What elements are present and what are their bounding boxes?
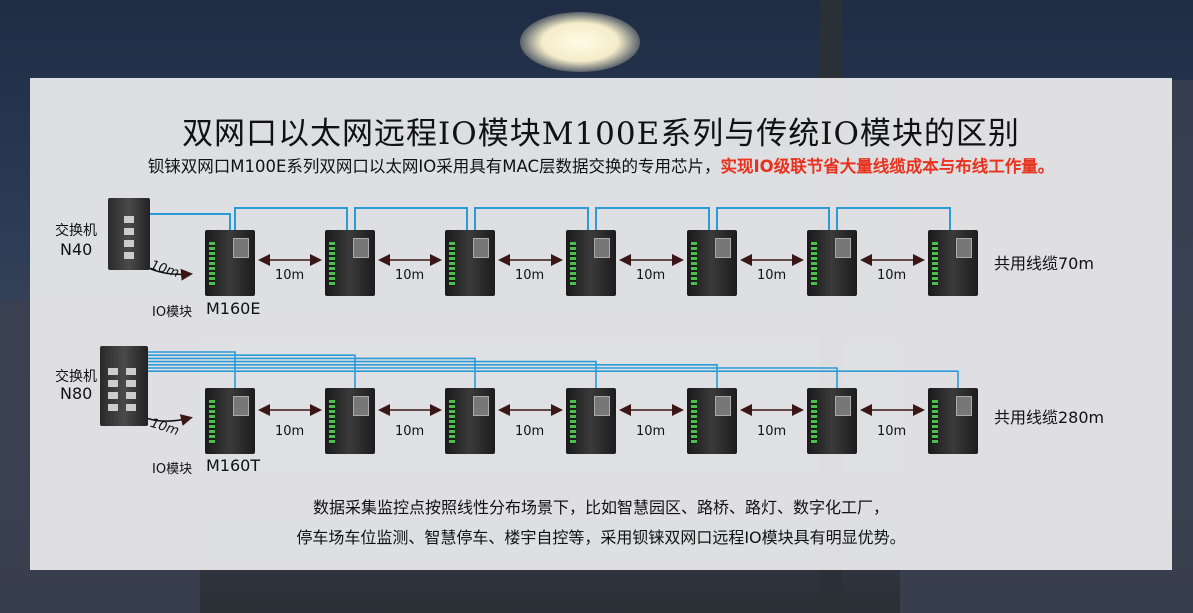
row2-home-run-cable-3	[148, 357, 476, 388]
row1-cascade-cables	[148, 207, 951, 230]
footer-line-1: 数据采集监控点按照线性分布场景下，比如智慧园区、路桥、路灯、数字化工厂，	[312, 498, 889, 517]
row1-switch	[108, 198, 150, 270]
row1-io-module-3	[445, 230, 495, 296]
row2-link-distance-5: 10m	[757, 424, 787, 439]
row1-cascade-cable-5	[716, 207, 830, 230]
row1-cascade-cable-4	[595, 207, 710, 230]
row2-home-run-cable-2	[148, 354, 356, 388]
row1-switch-label: 交换机	[55, 223, 97, 239]
page-title: 双网口以太网远程IO模块M100E系列与传统IO模块的区别	[182, 116, 1020, 152]
row1-cascade-cable-6	[836, 207, 951, 230]
row1-cascade-cable-3	[474, 207, 589, 230]
row2-cable-total: 共用线缆280m	[994, 408, 1105, 427]
comparison-panel: 双网口以太网远程IO模块M100E系列与传统IO模块的区别 钡铼双网口M100E…	[30, 78, 1172, 570]
row2-home-run-cable-6	[148, 367, 838, 388]
row2-switch-label: 交换机	[55, 369, 97, 385]
row1-cable-total: 共用线缆70m	[994, 254, 1094, 273]
row2-link-distance-1: 10m	[275, 424, 305, 439]
row2-io-module-7	[928, 388, 978, 454]
footer-line-2: 停车场车位监测、智慧停车、楼宇自控等，采用钡铼双网口远程IO模块具有明显优势。	[296, 528, 906, 547]
row1-io-module-7	[928, 230, 978, 296]
row2-home-run-cable-1	[148, 351, 236, 388]
row2-link-distance-2: 10m	[395, 424, 425, 439]
row2-io-module-5	[687, 388, 737, 454]
row1-io-module-1	[205, 230, 255, 296]
row1-cascade-cable-2	[354, 207, 468, 230]
row2-switch	[100, 346, 148, 426]
row2-io-module-4	[566, 388, 616, 454]
row2-module-model: M160T	[206, 456, 261, 475]
row2-io-module-1	[205, 388, 255, 454]
subtitle: 钡铼双网口M100E系列双网口以太网IO采用具有MAC层数据交换的专用芯片，实现…	[30, 153, 1172, 177]
row2-io-module-6	[807, 388, 857, 454]
row2-link-distance-6: 10m	[877, 424, 907, 439]
row2-module-label: IO模块	[152, 462, 193, 477]
row1-io-module-4	[566, 230, 616, 296]
row1-module-model: M160E	[206, 299, 261, 318]
row1-switch-model: N40	[60, 240, 93, 259]
row1-link-distance-6: 10m	[877, 268, 907, 283]
row2-home-run-cable-4	[148, 360, 597, 388]
row1-cascade-cable-1	[234, 207, 348, 230]
row1-link-distance-5: 10m	[757, 268, 787, 283]
row2-link-distance-4: 10m	[636, 424, 666, 439]
subtitle-highlight: 实现IO级联节省大量线缆成本与布线工作量。	[720, 157, 1055, 176]
row1-module-label: IO模块	[152, 305, 193, 320]
row2-switch-model: N80	[60, 384, 93, 403]
row2-link-distance-3: 10m	[515, 424, 545, 439]
row1-io-module-6	[807, 230, 857, 296]
background-street-lamp	[520, 12, 640, 72]
row1-io-module-5	[687, 230, 737, 296]
row2-io-module-2	[325, 388, 375, 454]
row1-link-distance-4: 10m	[636, 268, 666, 283]
row1-link-distance-1: 10m	[275, 268, 305, 283]
row1-io-module-2	[325, 230, 375, 296]
cable-diagram	[118, 207, 959, 426]
row1-switch-cable	[148, 213, 231, 230]
row2-home-run-cables	[148, 351, 959, 388]
row1-link-distance-2: 10m	[395, 268, 425, 283]
row1-link-distance-3: 10m	[515, 268, 545, 283]
row2-home-run-cable-5	[148, 363, 718, 388]
row2-home-run-cable-7	[148, 370, 959, 388]
subtitle-text: 钡铼双网口M100E系列双网口以太网IO采用具有MAC层数据交换的专用芯片，	[147, 157, 721, 176]
row2-io-module-3	[445, 388, 495, 454]
